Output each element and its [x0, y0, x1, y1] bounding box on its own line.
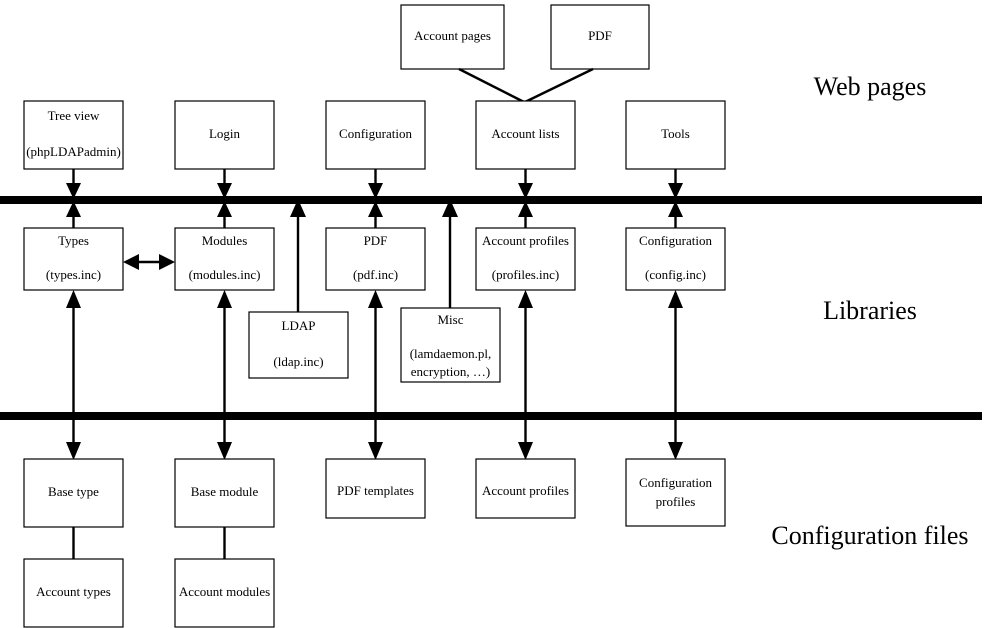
node-pdf-templates-label: PDF templates	[337, 483, 414, 498]
node-tree-view-label: Tree view	[48, 108, 100, 123]
node-pdf-top[interactable]: PDF	[550, 4, 650, 70]
node-base-type[interactable]: Base type	[23, 458, 124, 528]
node-pdf-templates[interactable]: PDF templates	[325, 458, 426, 519]
node-configuration-web-label: Configuration	[339, 126, 412, 141]
node-account-types-label: Account types	[36, 584, 111, 599]
node-tools[interactable]: Tools	[625, 100, 726, 170]
node-modules-sublabel: (modules.inc)	[189, 267, 261, 282]
node-ldap-label: LDAP	[282, 318, 316, 333]
node-types[interactable]: Types (types.inc)	[23, 227, 124, 291]
node-misc[interactable]: Misc (lamdaemon.pl, encryption, …)	[400, 307, 501, 383]
node-types-sublabel: (types.inc)	[46, 267, 101, 282]
node-configuration-profiles-label: Configuration	[639, 475, 712, 490]
node-base-type-label: Base type	[48, 484, 99, 499]
node-base-module-label: Base module	[191, 484, 259, 499]
connector-misc-up	[442, 199, 458, 308]
node-pdf-lib[interactable]: PDF (pdf.inc)	[325, 227, 426, 291]
node-misc-label: Misc	[438, 312, 464, 327]
node-account-pages-label: Account pages	[414, 28, 491, 43]
node-account-lists[interactable]: Account lists	[475, 100, 576, 170]
separator-bar-bottom	[0, 412, 982, 420]
node-login-label: Login	[209, 126, 241, 141]
tier-label-web-pages: Web pages	[814, 72, 927, 101]
node-configuration-lib[interactable]: Configuration (config.inc)	[625, 227, 726, 291]
node-configuration-lib-sublabel: (config.inc)	[645, 267, 706, 282]
node-tree-view[interactable]: Tree view (phpLDAPadmin)	[23, 100, 124, 170]
node-configuration-profiles[interactable]: Configuration profiles	[625, 458, 726, 527]
node-ldap[interactable]: LDAP (ldap.inc)	[248, 311, 349, 379]
connector-types-modules	[123, 254, 175, 270]
node-login[interactable]: Login	[174, 100, 275, 170]
node-account-lists-label: Account lists	[491, 126, 559, 141]
node-modules-label: Modules	[202, 233, 248, 248]
node-account-profiles-lib-sublabel: (profiles.inc)	[492, 267, 560, 282]
node-misc-sublabel-1: (lamdaemon.pl,	[410, 346, 492, 361]
connector-profileslib-profilescfg	[518, 290, 533, 460]
node-account-profiles-lib[interactable]: Account profiles (profiles.inc)	[475, 227, 576, 291]
connector-configlib-configprofiles	[668, 290, 683, 460]
node-base-module[interactable]: Base module	[174, 458, 275, 528]
connector-ldap-up	[290, 199, 306, 312]
connector-accountpages-to-accountlists	[458, 67, 525, 104]
node-configuration-web[interactable]: Configuration	[325, 100, 426, 170]
node-types-label: Types	[58, 233, 89, 248]
tier-label-configuration-files: Configuration files	[771, 521, 968, 550]
node-pdf-lib-sublabel: (pdf.inc)	[353, 267, 398, 282]
node-pdf-top-label: PDF	[588, 28, 612, 43]
node-tree-view-sublabel: (phpLDAPadmin)	[26, 144, 121, 159]
node-account-modules-label: Account modules	[179, 584, 270, 599]
node-misc-sublabel-2: encryption, …)	[411, 364, 490, 379]
node-account-modules[interactable]: Account modules	[174, 558, 275, 628]
node-account-types[interactable]: Account types	[23, 558, 124, 628]
node-modules[interactable]: Modules (modules.inc)	[174, 227, 275, 291]
node-account-profiles-cfg-label: Account profiles	[482, 483, 569, 498]
connector-pdftop-to-accountlists	[524, 67, 594, 104]
node-account-profiles-cfg[interactable]: Account profiles	[475, 458, 576, 519]
node-tools-label: Tools	[661, 126, 690, 141]
connector-types-basetype	[66, 290, 81, 460]
separator-bar-top	[0, 196, 982, 204]
tier-label-libraries: Libraries	[823, 296, 917, 325]
node-account-pages[interactable]: Account pages	[400, 4, 505, 70]
node-configuration-profiles-label2: profiles	[656, 494, 696, 509]
connector-modules-basemodule	[217, 290, 232, 460]
node-account-profiles-lib-label: Account profiles	[482, 233, 569, 248]
node-pdf-lib-label: PDF	[364, 233, 388, 248]
connector-pdflib-pdftemplates	[368, 290, 383, 460]
node-ldap-sublabel: (ldap.inc)	[273, 354, 323, 369]
node-configuration-lib-label: Configuration	[639, 233, 712, 248]
